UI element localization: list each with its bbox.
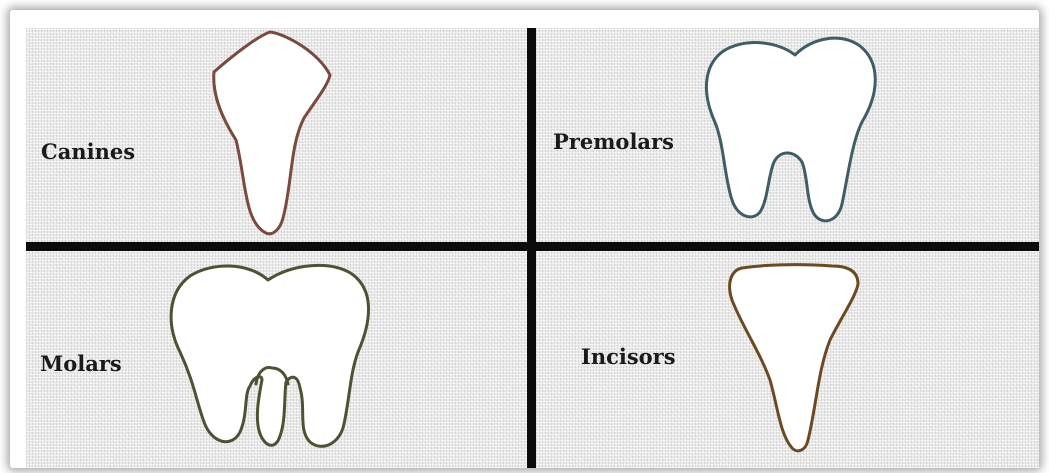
molar-tooth-icon <box>171 265 368 446</box>
premolar-tooth-icon <box>706 38 875 221</box>
molars-label: Molars <box>40 351 122 376</box>
incisor-tooth-icon <box>730 265 858 451</box>
premolars-label: Premolars <box>553 129 674 154</box>
canines-label: Canines <box>41 139 135 164</box>
incisors-label: Incisors <box>581 344 676 369</box>
canine-tooth-icon <box>214 32 330 234</box>
